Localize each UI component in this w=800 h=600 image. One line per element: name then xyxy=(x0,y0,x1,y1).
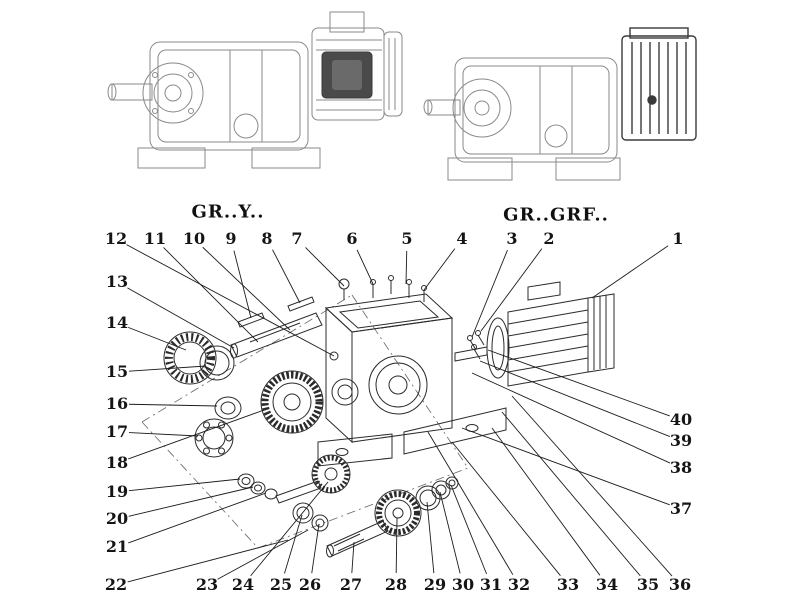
callout-14: 14 xyxy=(105,313,129,332)
callout-19: 19 xyxy=(105,482,129,501)
callout-8: 8 xyxy=(261,229,273,248)
callout-25: 25 xyxy=(269,575,293,594)
leader-line-3 xyxy=(471,249,508,338)
gear-housing xyxy=(317,275,507,467)
assembled-unit-right xyxy=(423,57,621,181)
leader-line-26 xyxy=(311,523,320,574)
callout-1: 1 xyxy=(672,229,684,248)
callout-34: 34 xyxy=(595,575,619,594)
leader-line-22 xyxy=(127,539,289,583)
callout-27: 27 xyxy=(339,575,363,594)
callout-6: 6 xyxy=(346,229,358,248)
construction-lines xyxy=(141,294,469,549)
leader-line-40 xyxy=(487,349,670,417)
leader-line-25 xyxy=(284,514,303,574)
callout-35: 35 xyxy=(636,575,660,594)
callout-28: 28 xyxy=(384,575,408,594)
leader-line-7 xyxy=(305,247,345,287)
callout-22: 22 xyxy=(104,575,128,594)
callout-4: 4 xyxy=(456,229,468,248)
leader-line-39 xyxy=(479,360,671,437)
callout-7: 7 xyxy=(291,229,303,248)
callout-38: 38 xyxy=(669,458,693,477)
leader-line-31 xyxy=(450,484,487,575)
callout-3: 3 xyxy=(506,229,518,248)
callout-29: 29 xyxy=(423,575,447,594)
callout-37: 37 xyxy=(669,499,693,518)
callout-36: 36 xyxy=(668,575,692,594)
leader-line-19 xyxy=(128,478,241,492)
leader-line-37 xyxy=(461,427,670,506)
leader-line-21 xyxy=(128,492,267,544)
callout-2: 2 xyxy=(543,229,555,248)
callout-39: 39 xyxy=(669,431,693,450)
leader-line-30 xyxy=(439,491,461,574)
callout-11: 11 xyxy=(143,229,167,248)
callout-33: 33 xyxy=(556,575,580,594)
callout-13: 13 xyxy=(105,272,129,291)
leader-line-28 xyxy=(395,517,398,574)
leader-line-9 xyxy=(233,250,252,319)
callout-17: 17 xyxy=(105,422,129,441)
callout-18: 18 xyxy=(105,453,129,472)
variant-label-right: GR..GRF.. xyxy=(503,204,609,226)
leader-line-36 xyxy=(511,395,673,577)
leader-line-32 xyxy=(427,431,514,575)
motor-block-right xyxy=(621,27,697,141)
callout-24: 24 xyxy=(231,575,255,594)
callout-9: 9 xyxy=(225,229,237,248)
leader-line-11 xyxy=(163,247,259,343)
callout-21: 21 xyxy=(105,537,129,556)
leader-line-27 xyxy=(351,541,355,574)
callout-5: 5 xyxy=(401,229,413,248)
leader-line-16 xyxy=(128,403,218,407)
leader-line-15 xyxy=(128,365,207,372)
callout-31: 31 xyxy=(479,575,503,594)
intermediate-shaft-parts xyxy=(237,454,459,558)
leader-line-38 xyxy=(471,372,671,464)
leader-line-14 xyxy=(128,326,187,351)
variant-label-left: GR..Y.. xyxy=(191,201,265,223)
leader-line-10 xyxy=(202,246,291,331)
callout-16: 16 xyxy=(105,394,129,413)
leader-line-12 xyxy=(126,244,335,357)
leader-line-1 xyxy=(591,245,669,299)
callout-26: 26 xyxy=(298,575,322,594)
leader-line-6 xyxy=(356,249,374,285)
leader-line-34 xyxy=(491,427,601,576)
leader-line-2 xyxy=(480,248,543,332)
leader-line-17 xyxy=(128,432,199,437)
leader-line-18 xyxy=(128,409,265,460)
callout-10: 10 xyxy=(182,229,206,248)
assembled-unit-left xyxy=(107,11,403,169)
output-shaft-parts xyxy=(163,296,359,458)
leader-line-20 xyxy=(128,486,254,517)
exploded-view xyxy=(163,275,615,558)
callout-40: 40 xyxy=(669,410,693,429)
leader-line-8 xyxy=(272,249,301,304)
leader-lines xyxy=(126,244,673,583)
leader-line-23 xyxy=(217,529,309,580)
leader-line-29 xyxy=(426,501,435,574)
leader-line-24 xyxy=(250,481,329,577)
callout-30: 30 xyxy=(451,575,475,594)
callout-20: 20 xyxy=(105,509,129,528)
leader-line-33 xyxy=(451,441,561,576)
leader-line-13 xyxy=(127,287,235,349)
callout-32: 32 xyxy=(507,575,531,594)
leader-line-35 xyxy=(501,411,641,577)
callout-23: 23 xyxy=(195,575,219,594)
callout-15: 15 xyxy=(105,362,129,381)
leader-line-4 xyxy=(423,248,456,291)
callout-12: 12 xyxy=(104,229,128,248)
leader-line-5 xyxy=(405,250,408,285)
motor-assembly xyxy=(454,281,615,387)
